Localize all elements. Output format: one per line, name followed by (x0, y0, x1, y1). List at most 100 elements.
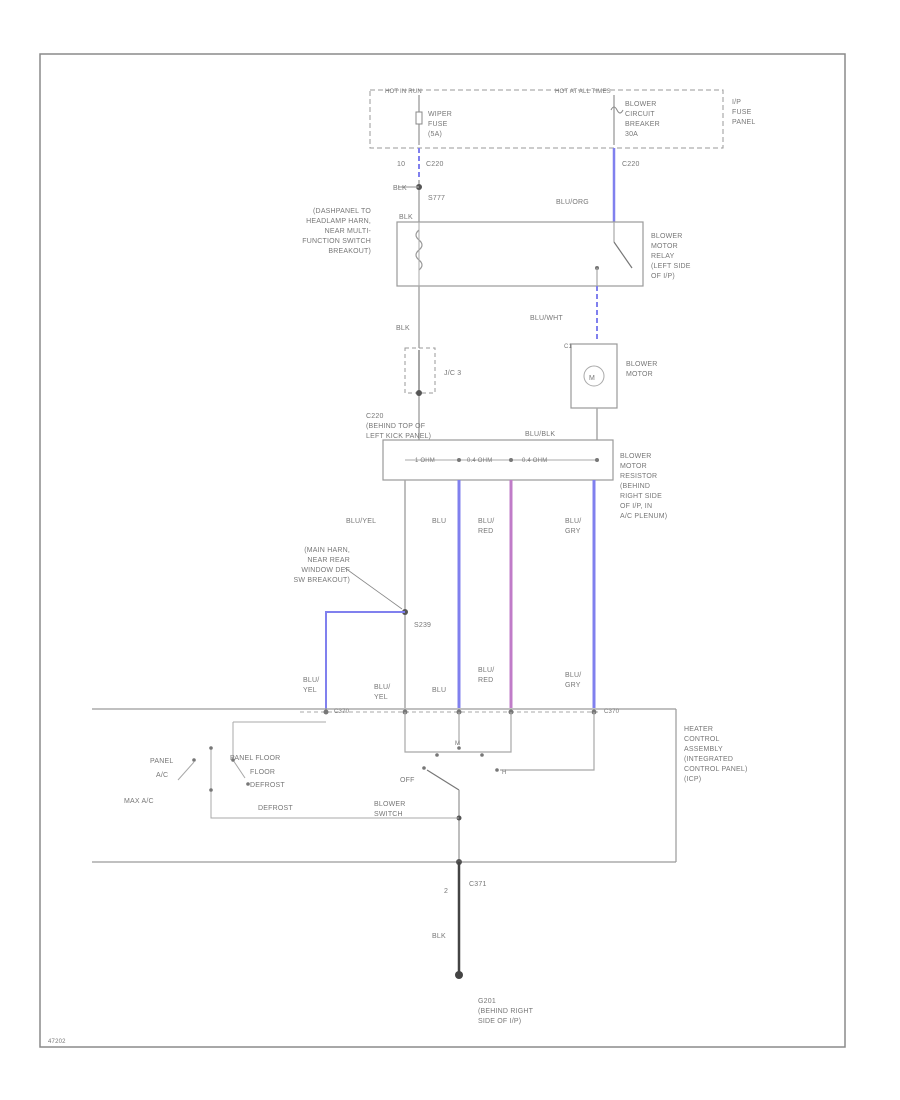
motor-pin: C1 (564, 344, 573, 350)
resistor-label-1: BLOWER (620, 453, 652, 460)
splice-note-1: (DASHPANEL TO (313, 208, 371, 215)
s239-name: S239 (414, 622, 431, 629)
icp-label-1: HEATER (684, 726, 713, 733)
bottom-left-label-1: BLU/ (303, 677, 319, 684)
fuse-panel-label-2: FUSE (732, 109, 752, 116)
mode-label-maxac: MAX A/C (124, 798, 154, 805)
switch-contact-off (422, 766, 426, 770)
bottom-a-label-2: YEL (374, 694, 388, 701)
bottom-c-label-1: BLU/ (478, 667, 494, 674)
jc-dot (416, 390, 422, 396)
bottom-d-label-1: BLU/ (565, 672, 581, 679)
resistor-box (382, 439, 614, 481)
relay-label-4: (LEFT SIDE (651, 263, 691, 270)
pin-left: 10 (397, 161, 405, 168)
icp-connector-right: C370 (604, 709, 620, 715)
icp-label-2: CONTROL (684, 736, 720, 743)
relay-label-5: OF I/P) (651, 273, 675, 280)
switch-h-lead (500, 712, 595, 771)
motor-label-2: MOTOR (626, 371, 653, 378)
switch-contact-h2 (495, 768, 499, 772)
icp-label-4: (INTEGRATED (684, 756, 733, 763)
splice-note-5: BREAKOUT) (328, 248, 371, 255)
hot-run-label: HOT IN RUN (385, 89, 422, 95)
ground-location-1: (BEHIND RIGHT (478, 1008, 534, 1015)
splice-note-3: NEAR MULTI- (325, 228, 372, 235)
wire-left-label: BLU/YEL (346, 518, 376, 525)
motor-box (570, 343, 618, 409)
mode-label-defrost-2: DEFROST (258, 805, 293, 812)
breaker-text-2: CIRCUIT (625, 111, 655, 118)
s239-note-3: WINDOW DEF (301, 567, 350, 574)
motor-icon (583, 365, 605, 387)
connector-c220-left: C220 (426, 161, 444, 168)
relay-motor-wire: BLU/WHT (530, 315, 563, 322)
mode-label-floor: FLOOR (250, 769, 275, 776)
hot-all-times-label: HOT AT ALL TIMES (555, 89, 611, 95)
mode-bus (210, 748, 459, 819)
wire-c2-label-2: RED (478, 528, 493, 535)
ground-location-2: SIDE OF I/P) (478, 1018, 521, 1025)
wiper-fuse-text-1: WIPER (428, 111, 452, 118)
ground-connector: C371 (469, 881, 487, 888)
relay-box (396, 221, 644, 287)
fuse-panel-label-3: PANEL (732, 119, 755, 126)
resistor-ohm-2: 0.4 OHM (467, 458, 492, 464)
connector-c220-right: C220 (622, 161, 640, 168)
switch-off-label: OFF (400, 777, 415, 784)
bottom-b-label: BLU (432, 687, 446, 694)
icp-pin-1 (323, 709, 329, 715)
fuse-panel-box (369, 89, 724, 149)
figure-id: 47202 (48, 1039, 66, 1045)
wire-c2-label-1: BLU/ (478, 518, 494, 525)
resistor-label-5: RIGHT SIDE (620, 493, 662, 500)
splice-name: S777 (428, 195, 445, 202)
relay-wire-right: BLU/ORG (556, 199, 589, 206)
resistor-wire-top: BLU/BLK (525, 431, 555, 438)
resistor-ohm-1: 1 OHM (415, 458, 435, 464)
resistor-label-2: MOTOR (620, 463, 647, 470)
blower-switch-label-2: SWITCH (374, 811, 403, 818)
resistor-label-4: (BEHIND (620, 483, 650, 490)
relay-wire-left: BLK (399, 214, 413, 221)
resistor-label-7: A/C PLENUM) (620, 513, 667, 520)
splice-note-2: HEADLAMP HARN, (306, 218, 371, 225)
mode-dot-4 (246, 782, 250, 786)
wiper-fuse-text-3: (5A) (428, 131, 442, 138)
wiper-fuse-text-2: FUSE (428, 121, 448, 128)
switch-pos-m: M (455, 741, 460, 747)
relay-label-1: BLOWER (651, 233, 683, 240)
resistor-label-3: RESISTOR (620, 473, 657, 480)
s239-leader (344, 567, 403, 610)
breaker-text-4: 30A (625, 131, 638, 138)
relay-label-3: RELAY (651, 253, 675, 260)
switch-contact-h (480, 753, 484, 757)
switch-contact-l (435, 753, 439, 757)
mode-contact-panel (177, 761, 195, 781)
switch-pos-h: H (502, 770, 507, 776)
resistor-connector: C220 (366, 413, 384, 420)
mode-label-defrost-1: DEFROST (250, 782, 285, 789)
jc-box (404, 347, 436, 394)
relay-jc-wire: BLK (396, 325, 410, 332)
resistor-node-2 (509, 458, 513, 462)
ground-name: G201 (478, 998, 496, 1005)
resistor-ohm-3: 0.4 OHM (522, 458, 547, 464)
s239-note-2: NEAR REAR (307, 557, 350, 564)
resistor-location-2: LEFT KICK PANEL) (366, 433, 431, 440)
ground-pin: 2 (444, 888, 448, 895)
wire-c1-label: BLU (432, 518, 446, 525)
breaker-text-1: BLOWER (625, 101, 657, 108)
icp-label-6: (ICP) (684, 776, 701, 783)
fuse-panel-label-1: I/P (732, 99, 741, 106)
breaker-icon (610, 106, 624, 114)
switch-l-loop (404, 712, 512, 753)
ground-wire: BLK (432, 933, 446, 940)
mode-dot-3 (231, 758, 235, 762)
blower-switch-label-1: BLOWER (374, 801, 406, 808)
switch-contact-m (457, 746, 461, 750)
jc-label: J/C 3 (444, 370, 461, 377)
ground-dot (455, 971, 463, 979)
mode-dot-1 (192, 758, 196, 762)
